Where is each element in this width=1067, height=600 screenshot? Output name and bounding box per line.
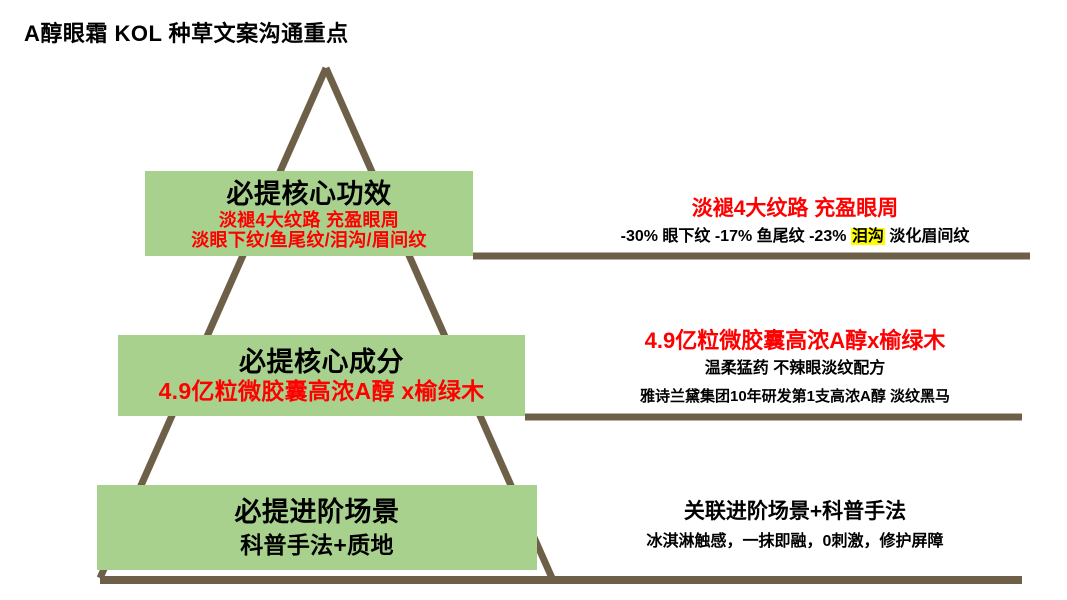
detail-3-heading: 关联进阶场景+科普手法: [683, 500, 907, 523]
pyramid-level-1-heading: 必提核心功效: [226, 178, 392, 209]
detail-3-line-1: 冰淇淋触感，一抹即融，0刺激，修护屏障: [646, 533, 944, 551]
detail-2-line-2: 雅诗兰黛集团10年研发第1支高浓A醇 淡纹黑马: [639, 387, 951, 405]
detail-1-highlight-term: 泪沟: [850, 228, 885, 246]
pyramid-level-2-subline-1: 4.9亿粒微胶囊高浓A醇 x榆绿木: [158, 377, 485, 404]
pyramid-level-1-subline-2: 淡眼下纹/鱼尾纹/泪沟/眉间纹: [191, 230, 427, 251]
detail-2-line-1: 温柔猛药 不辣眼淡纹配方: [704, 359, 886, 377]
pyramid-level-1-subline-1: 淡褪4大纹路 充盈眼周: [218, 209, 400, 230]
pyramid-level-2-heading: 必提核心成分: [239, 346, 404, 377]
detail-1-heading: 淡褪4大纹路 充盈眼周: [691, 197, 899, 220]
detail-block-level-1: 淡褪4大纹路 充盈眼周 -30% 眼下纹 -17% 鱼尾纹 -23% 泪沟 淡化…: [545, 196, 1045, 247]
detail-1-stats-part-b: 淡化眉间纹: [884, 228, 970, 246]
detail-1-stats-part-a: -30% 眼下纹 -17% 鱼尾纹 -23%: [620, 228, 851, 246]
page-title: A醇眼霜 KOL 种草文案沟通重点: [24, 21, 349, 46]
detail-2-heading: 4.9亿粒微胶囊高浓A醇x榆绿木: [644, 328, 946, 353]
pyramid-level-2-box[interactable]: 必提核心成分 4.9亿粒微胶囊高浓A醇 x榆绿木: [118, 335, 525, 416]
pyramid-level-3-heading: 必提进阶场景: [234, 496, 400, 527]
pyramid-level-3-box[interactable]: 必提进阶场景 科普手法+质地: [97, 485, 537, 570]
pyramid-level-3-subline-1: 科普手法+质地: [240, 531, 394, 558]
detail-block-level-2: 4.9亿粒微胶囊高浓A醇x榆绿木 温柔猛药 不辣眼淡纹配方 雅诗兰黛集团10年研…: [545, 327, 1045, 406]
pyramid-level-1-box[interactable]: 必提核心功效 淡褪4大纹路 充盈眼周 淡眼下纹/鱼尾纹/泪沟/眉间纹: [145, 171, 473, 256]
detail-block-level-3: 关联进阶场景+科普手法 冰淇淋触感，一抹即融，0刺激，修护屏障: [545, 499, 1045, 552]
detail-1-stats-line: -30% 眼下纹 -17% 鱼尾纹 -23% 泪沟 淡化眉间纹: [545, 227, 1045, 247]
